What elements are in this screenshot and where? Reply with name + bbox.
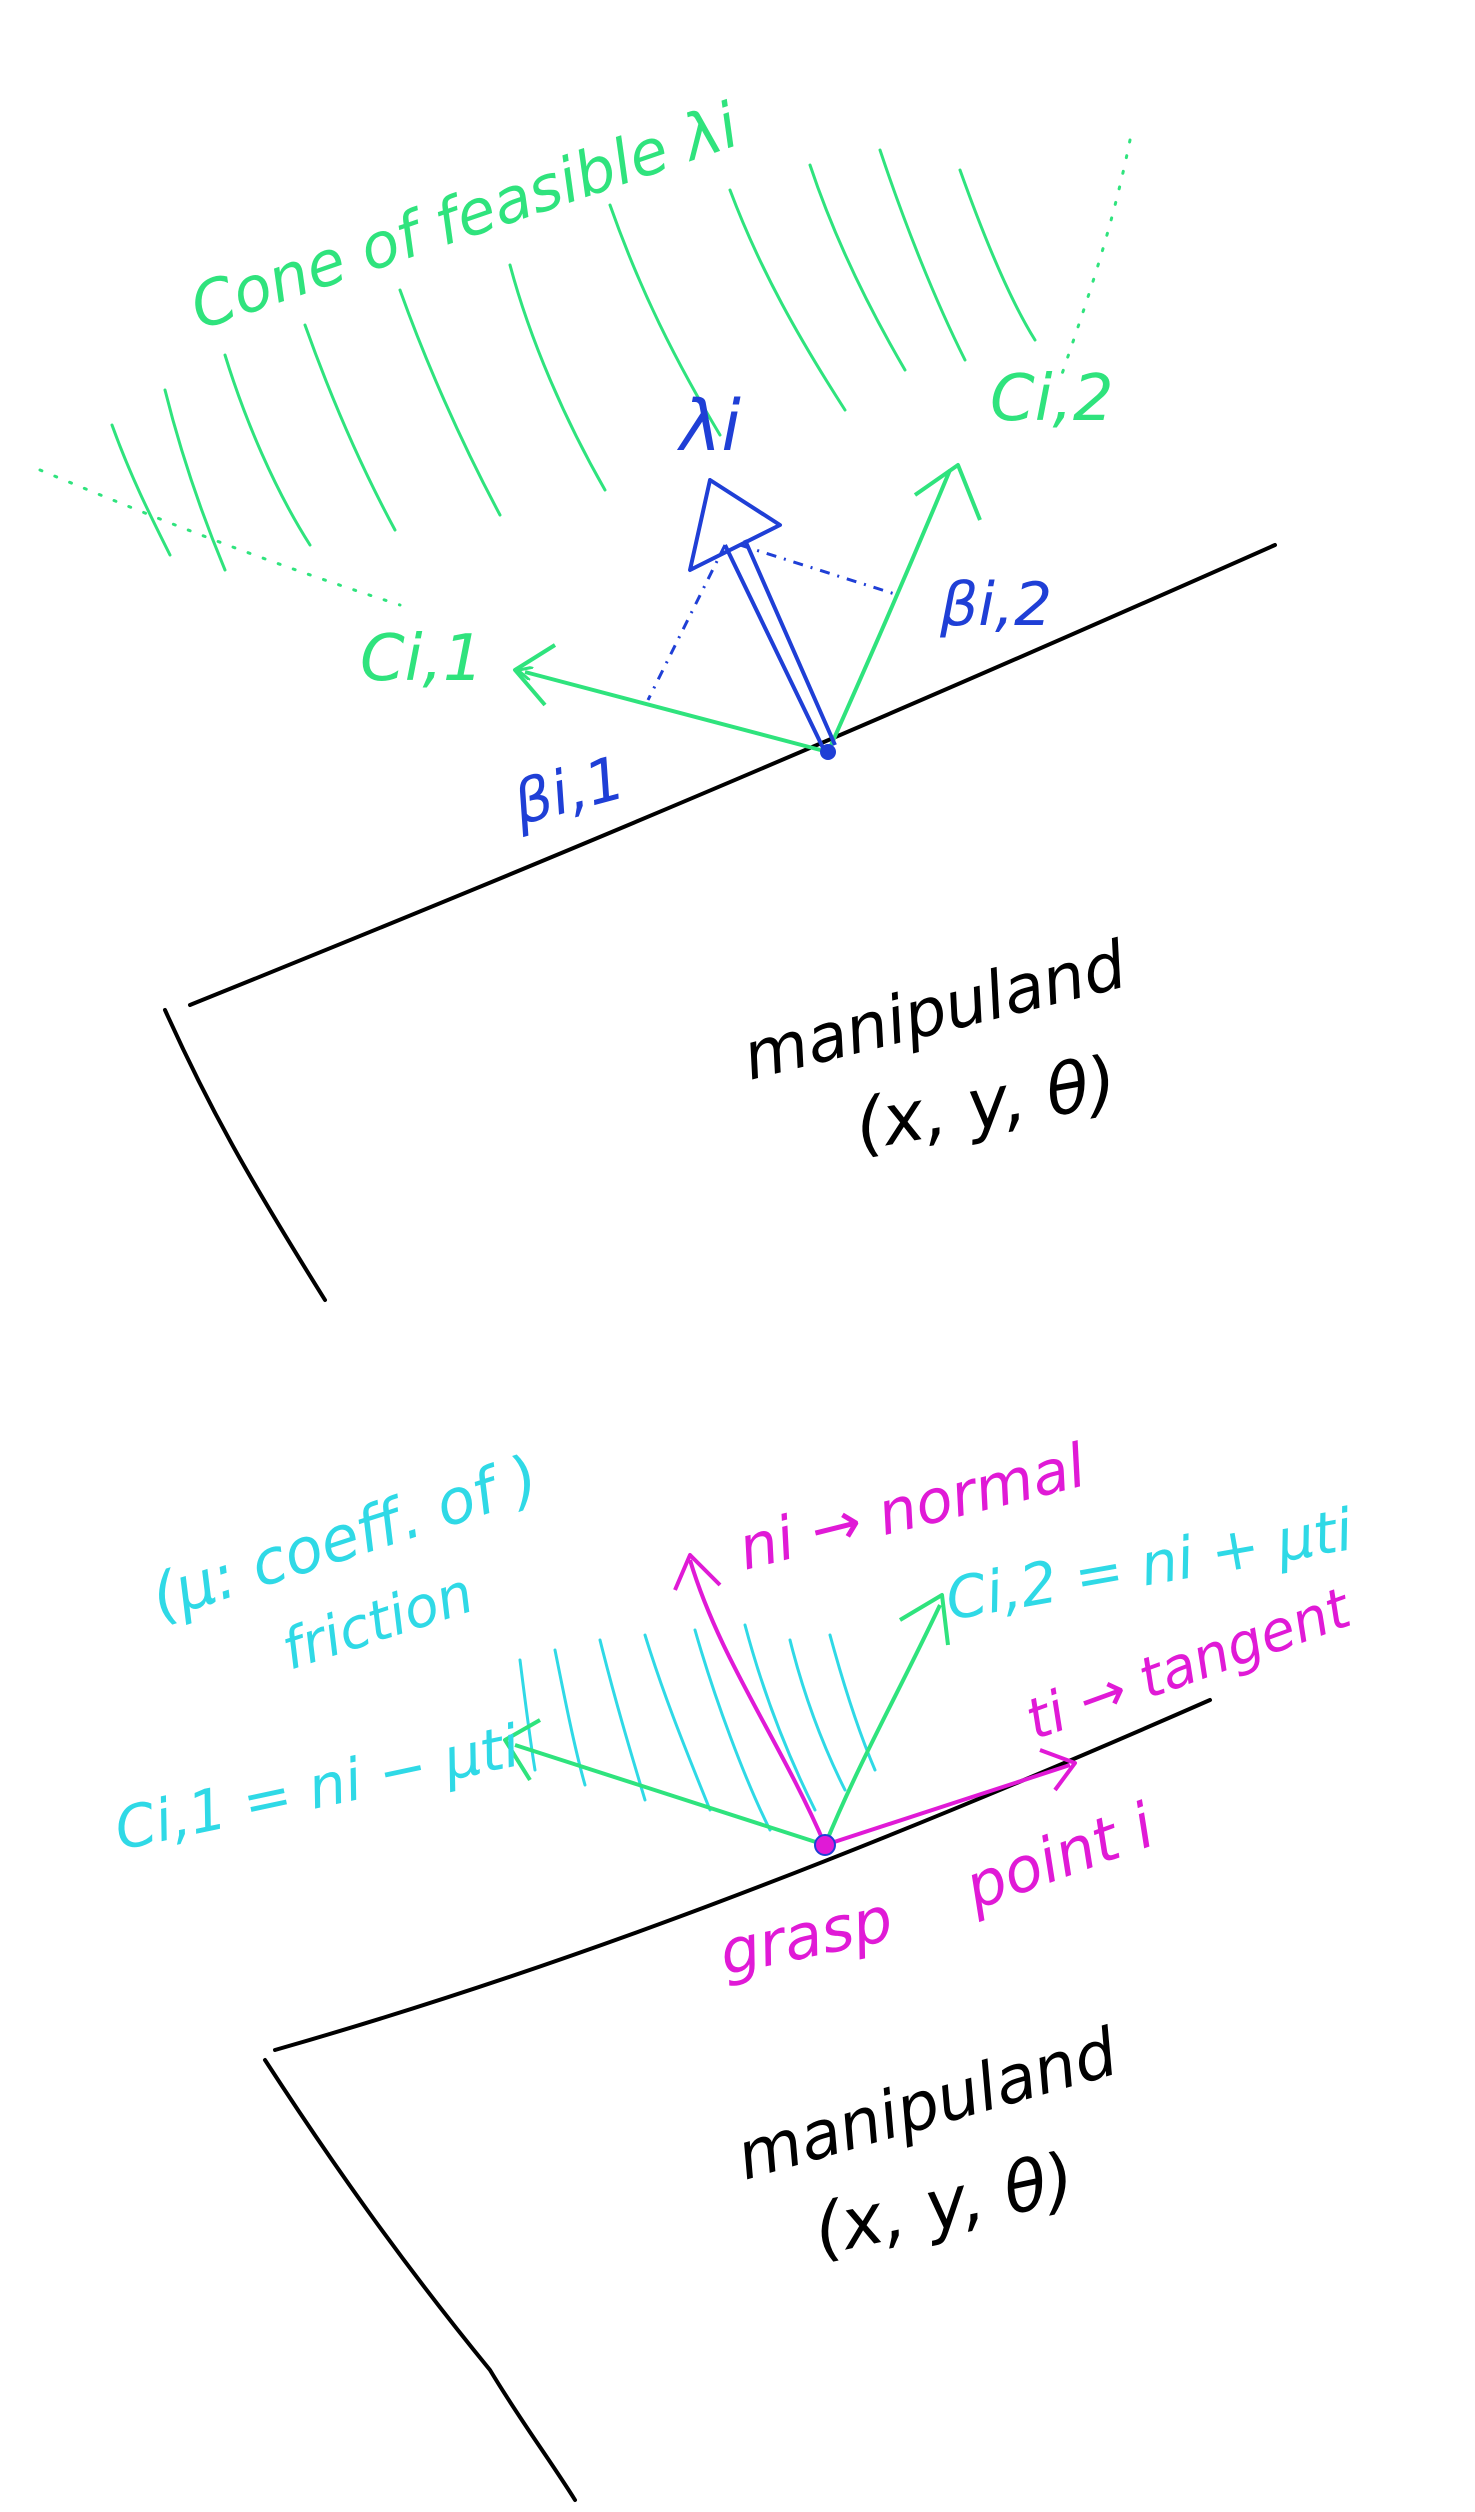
- top-contact-point: [820, 744, 836, 760]
- c-i1-bottom-arrowhead: [503, 1718, 541, 1782]
- c-i2-bottom-vector: [823, 1604, 942, 1846]
- grasp-label-line2: grasp: [713, 1882, 899, 1990]
- c-i1-label: Ci,1: [360, 622, 484, 696]
- manipuland-bottom-side-edge: [263, 2058, 577, 2502]
- beta-projection-lines: [646, 543, 899, 701]
- normal-arrowhead: [673, 1553, 722, 1591]
- beta-i2-label: βi,2: [939, 570, 1052, 640]
- grasp-label-line1: point i: [954, 1789, 1163, 1925]
- tangent-vector: [824, 1763, 1071, 1847]
- normal-vector: [688, 1559, 827, 1846]
- lambda-label: λi: [676, 385, 741, 467]
- c-i1-formula-label: Ci,1 = ni − μti: [109, 1712, 526, 1864]
- lambda-arrow-shaft: [723, 539, 837, 753]
- friction-cone-hatching: [518, 1623, 877, 1832]
- c-i1-vector: [525, 672, 829, 754]
- c-i1-bottom-vector: [514, 1743, 826, 1847]
- grasp-point: [814, 1834, 836, 1856]
- cone-extension-dots: [38, 138, 1132, 607]
- cone-label: Cone of feasible λi: [181, 88, 747, 344]
- lambda-arrowhead: [688, 478, 782, 572]
- feasible-cone-hatching: [110, 148, 1037, 572]
- manipuland-top-edge: [188, 543, 1277, 1007]
- manipuland-side-edge: [163, 1008, 327, 1302]
- c-i2-arrowhead: [913, 463, 982, 521]
- c-i2-bottom-arrowhead: [898, 1593, 950, 1646]
- beta-i1-label: βi,1: [505, 743, 632, 840]
- c-i2-label: Ci,2: [990, 362, 1114, 436]
- c-i1-arrowhead: [513, 643, 557, 707]
- top-diagram: Cone of feasible λi λi Ci,1 Ci,2 βi,1 βi…: [38, 88, 1277, 1302]
- tangent-arrowhead: [1039, 1748, 1077, 1792]
- c-i2-vector: [826, 469, 952, 753]
- bottom-diagram: (μ: coeff. of ) friction ni → normal Ci,…: [109, 1431, 1361, 2502]
